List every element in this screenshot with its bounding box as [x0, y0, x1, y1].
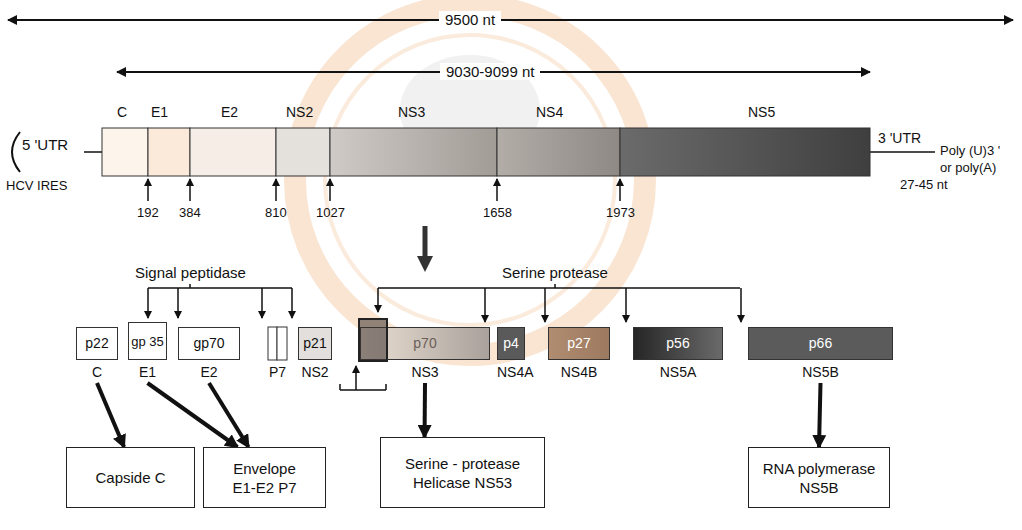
- protein-label: NS3: [360, 364, 490, 381]
- length-arrow: [8, 19, 1013, 21]
- protein-name: p21: [303, 336, 326, 351]
- protein-name: p4: [503, 336, 519, 351]
- protein-name: p27: [567, 336, 590, 351]
- part-label: NS2: [286, 104, 313, 121]
- protein-label: C: [76, 364, 118, 381]
- function-text: Capside C: [95, 468, 165, 487]
- function-box: Envelope E1-E2 P7: [203, 447, 326, 508]
- position-number: 1658: [483, 204, 512, 221]
- protein-label: E1: [128, 364, 167, 381]
- part-label: C: [117, 104, 127, 121]
- position-number: 192: [137, 204, 159, 221]
- protein-node: gp 35 E1: [128, 322, 167, 381]
- protein-name: gp70: [193, 336, 224, 351]
- part-label: P7: [269, 364, 286, 381]
- protein-label: NS4B: [548, 364, 610, 381]
- cleavage-arrows: [148, 179, 620, 201]
- protein-box: p22: [76, 327, 118, 360]
- protein-box: gp70: [178, 327, 240, 360]
- function-box: RNA polymerase NS5B: [748, 447, 890, 508]
- utr-line: [84, 151, 102, 153]
- part-label: 27-45 nt: [900, 176, 948, 193]
- protein-box: p21: [298, 327, 332, 360]
- part-label: HCV IRES: [6, 177, 67, 194]
- part-label: 5 'UTR: [22, 136, 68, 153]
- product-arrow: [97, 383, 124, 447]
- genome-bar: [102, 128, 870, 176]
- protein-box: p56: [633, 327, 723, 360]
- product-arrow: [148, 383, 238, 447]
- protein-node: p4NS4A: [497, 327, 525, 381]
- protein-node: p66NS5B: [748, 327, 893, 381]
- product-arrow: [819, 383, 821, 447]
- protein-node: p56NS5A: [633, 327, 723, 381]
- p7-boxes: [268, 327, 287, 360]
- part-label: NS3: [398, 104, 425, 121]
- protein-box: p4: [497, 327, 525, 360]
- protein-label: NS2: [298, 364, 332, 381]
- protein-label: NS5B: [748, 364, 893, 381]
- protein-label: E2: [178, 364, 240, 381]
- processing-arrow: [423, 226, 428, 264]
- protein-label: NS4A: [497, 364, 525, 381]
- protein-label: NS5A: [633, 364, 723, 381]
- utr-curve: [12, 132, 20, 172]
- protease-bracket: [378, 284, 741, 322]
- watermark-seal: [295, 5, 645, 355]
- protein-name: gp 35: [131, 334, 164, 349]
- protein-box: p66: [748, 327, 893, 360]
- function-box-frame: RNA polymerase NS5B: [748, 447, 890, 508]
- protein-name: p22: [85, 336, 108, 351]
- function-box: Serine - protease Helicase NS53: [380, 437, 545, 508]
- function-text: Serine - protease Helicase NS53: [398, 454, 528, 492]
- function-box-frame: Serine - protease Helicase NS53: [380, 437, 545, 508]
- position-number: 1973: [606, 204, 635, 221]
- protein-node: p21NS2: [298, 327, 332, 381]
- protein-node: p22C: [76, 327, 118, 381]
- product-arrow: [209, 383, 249, 447]
- length-label: 9030-9099 nt: [440, 63, 540, 80]
- protein-name: p70: [413, 336, 436, 351]
- protein-node: p27NS4B: [548, 327, 610, 381]
- peptidase-bracket: [148, 284, 292, 318]
- position-number: 1027: [316, 204, 345, 221]
- part-label: Poly (U)3 ' or poly(A): [940, 142, 1010, 176]
- protein-name: p66: [809, 336, 832, 351]
- utr-line: [870, 151, 935, 153]
- position-number: 384: [179, 204, 201, 221]
- part-label: NS5: [748, 104, 775, 121]
- product-arrow: [423, 383, 427, 437]
- length-label: 9500 nt: [439, 11, 501, 28]
- autoprotease-bracket: [340, 366, 386, 390]
- protein-name: p56: [666, 336, 689, 351]
- protein-node: gp70E2: [178, 327, 240, 381]
- part-label: Serine protease: [502, 264, 608, 281]
- function-box: Capside C: [66, 447, 195, 508]
- function-text: Envelope E1-E2 P7: [229, 459, 301, 497]
- protein-box: gp 35: [128, 322, 167, 360]
- function-box-frame: Capside C: [66, 447, 195, 508]
- part-label: NS4: [536, 104, 563, 121]
- part-label: E1: [151, 104, 168, 121]
- protein-box: p27: [548, 327, 610, 360]
- part-label: 3 'UTR: [878, 130, 921, 147]
- function-box-frame: Envelope E1-E2 P7: [203, 447, 326, 508]
- part-label: Signal peptidase: [135, 264, 246, 281]
- function-text: RNA polymerase NS5B: [759, 459, 879, 497]
- position-number: 810: [265, 204, 287, 221]
- ns2-ns3-overlap-box: [358, 318, 388, 362]
- part-label: E2: [221, 104, 238, 121]
